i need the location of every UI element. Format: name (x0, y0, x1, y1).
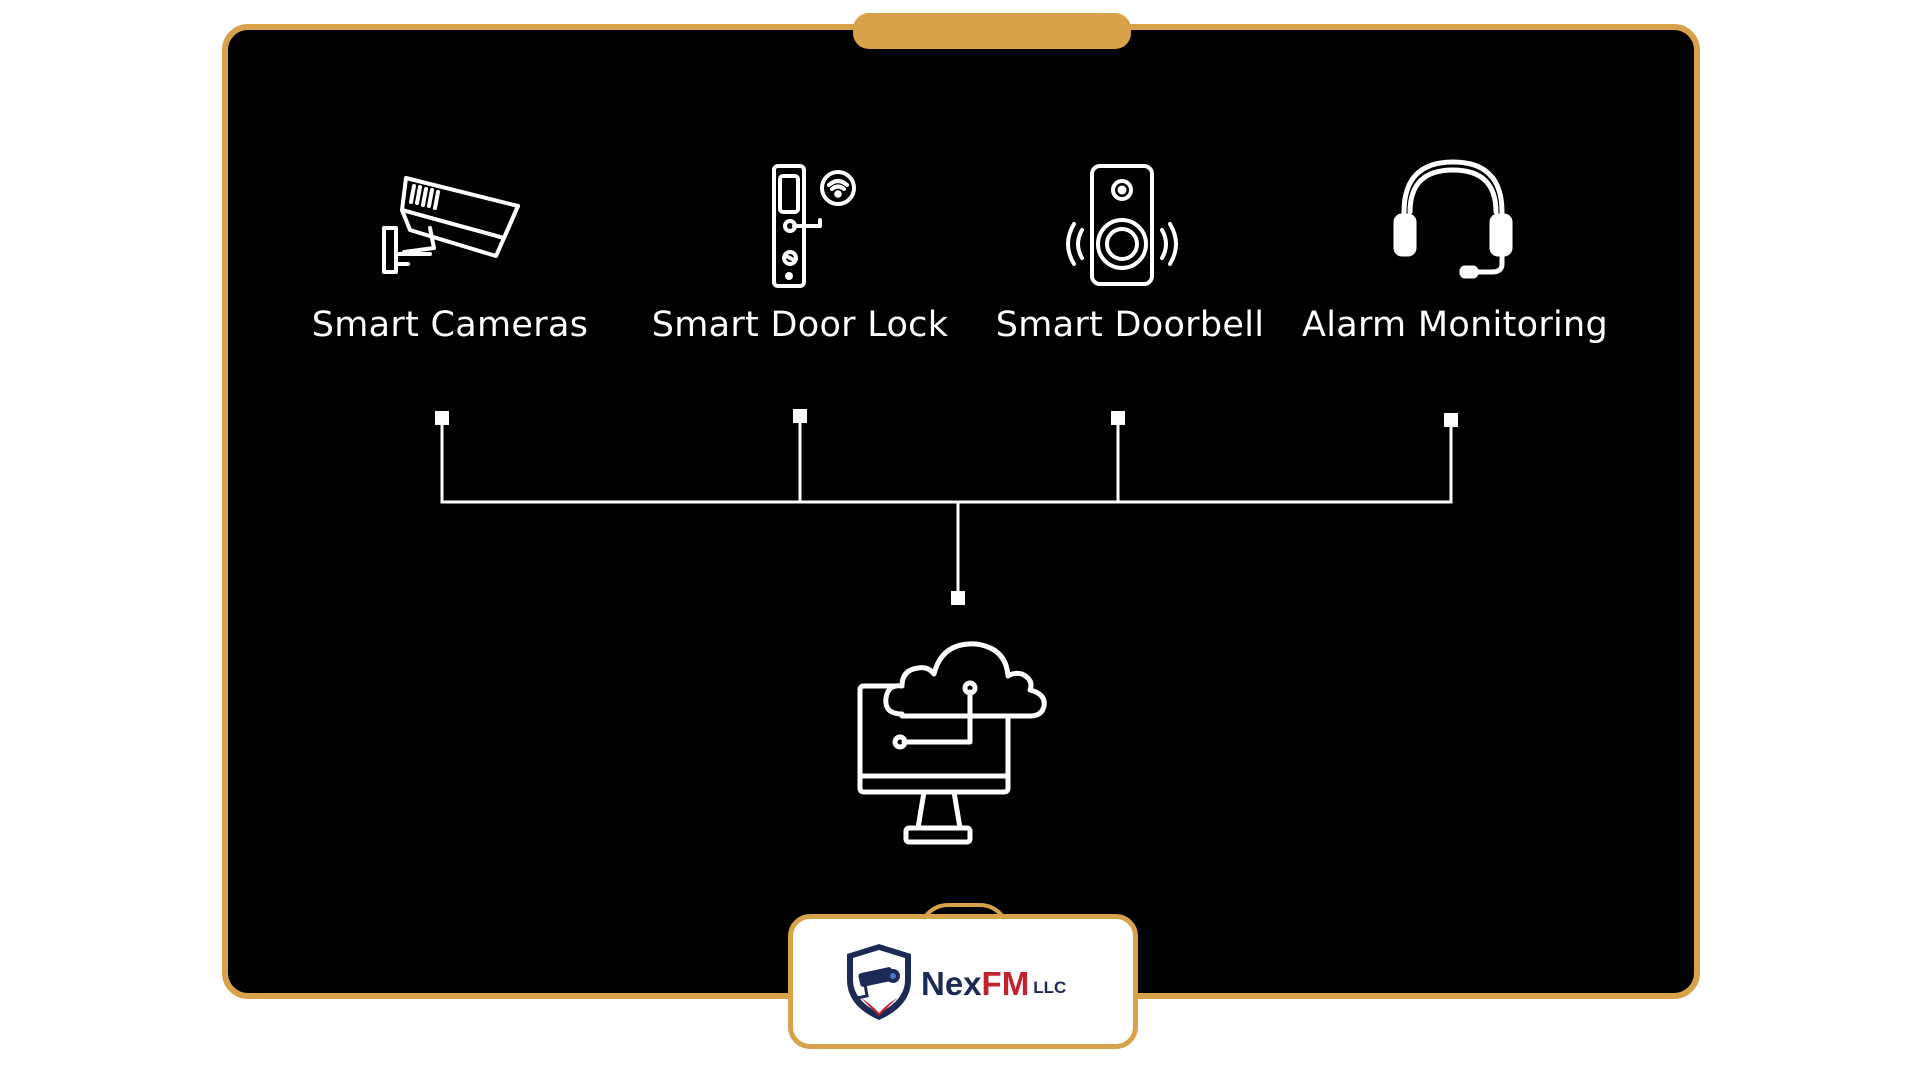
black-panel (222, 24, 1700, 999)
device-label-smart-cameras: Smart Cameras (311, 305, 589, 345)
connector-node-cameras (435, 411, 449, 425)
device-label-alarm-monitoring: Alarm Monitoring (1301, 305, 1609, 345)
top-tab-decoration (853, 13, 1131, 49)
shield-camera-icon (847, 944, 911, 1020)
logo-name-part1: Nex (921, 965, 982, 1002)
logo-name-part2: FM (981, 965, 1030, 1002)
device-label-smart-door-lock: Smart Door Lock (651, 305, 949, 345)
connector-node-hub (951, 591, 965, 605)
security-camera-icon (382, 176, 520, 274)
logo-suffix: LLC (1033, 978, 1067, 997)
connector-node-alarm (1444, 413, 1458, 427)
doorbell-icon (1066, 164, 1178, 286)
headset-icon (1393, 159, 1513, 279)
logo-badge (788, 914, 1138, 1049)
connector-node-doorbell (1111, 411, 1125, 425)
device-label-smart-doorbell: Smart Doorbell (995, 305, 1265, 345)
smart-lock-icon (772, 164, 856, 288)
connector-node-door-lock (793, 409, 807, 423)
cloud-computer-icon (857, 641, 1047, 845)
